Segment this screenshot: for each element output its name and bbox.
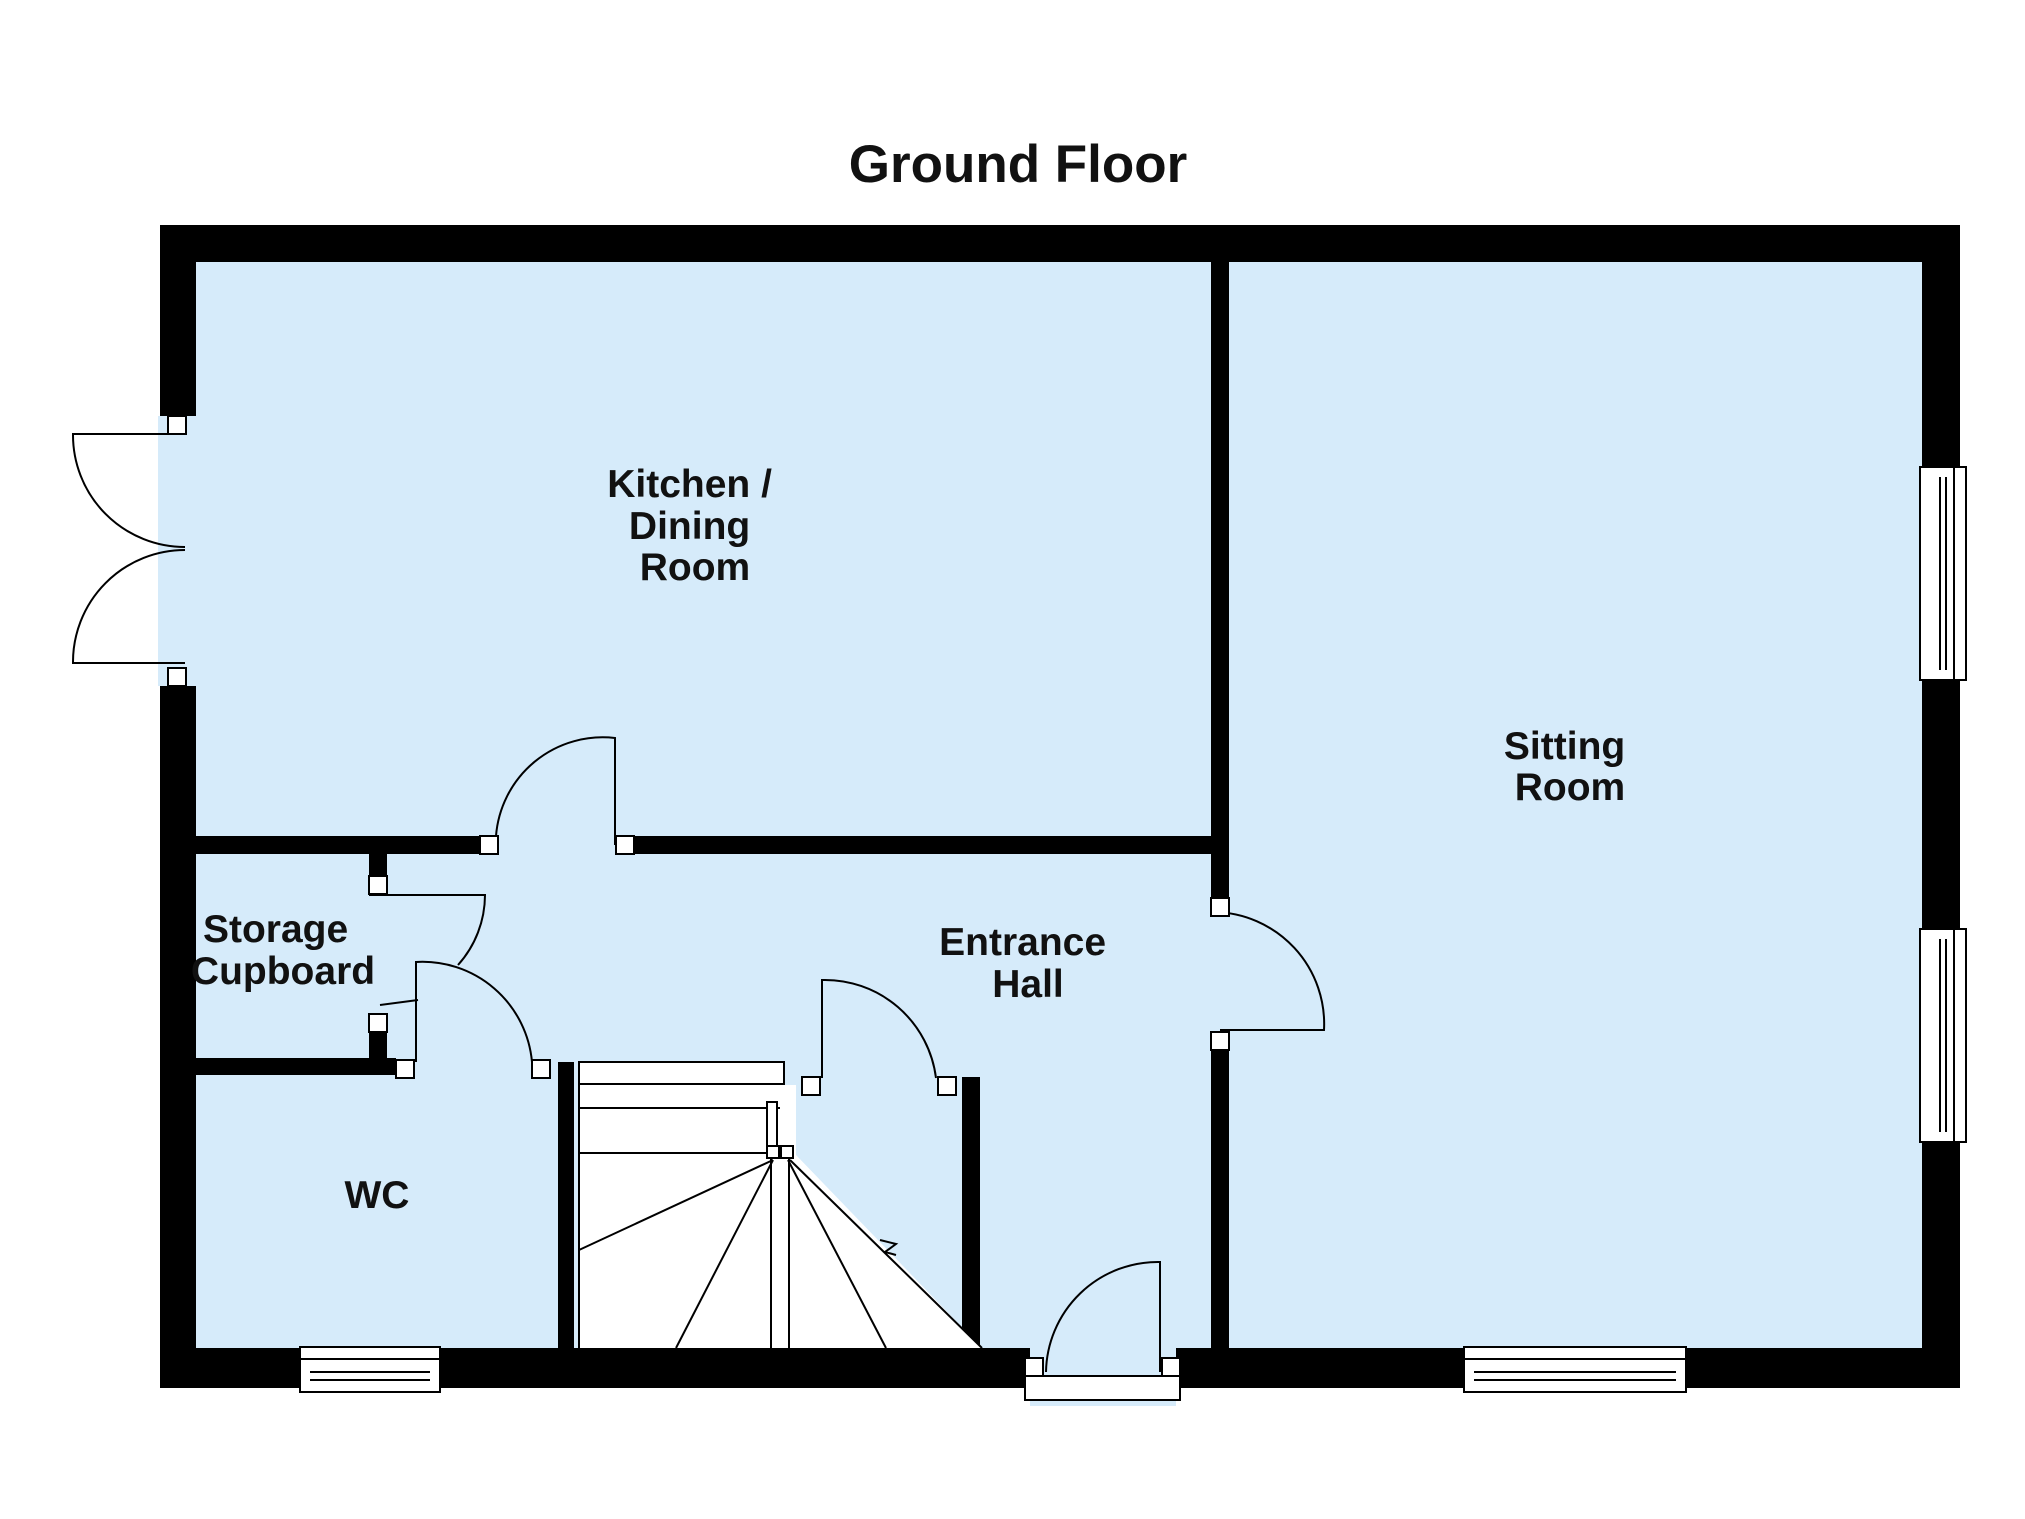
label-kitchen-dining-room: Kitchen / Dining Room — [607, 463, 783, 589]
staircase — [578, 1061, 983, 1349]
window-sitting-right-upper — [1919, 466, 1967, 681]
door-stair-cupboard — [801, 978, 957, 1096]
doors — [71, 415, 1326, 1401]
label-sitting-line-2: Room — [1515, 766, 1626, 809]
door-patio — [71, 415, 187, 687]
label-kitchen-line-2: Dining — [629, 505, 750, 548]
window-sitting-right-lower — [1919, 928, 1967, 1143]
door-sitting — [1210, 897, 1326, 1051]
room-labels: Kitchen / Dining Room Sitting Room Entra… — [191, 463, 1636, 1217]
plan-title: Ground Floor — [849, 135, 1188, 194]
windows — [299, 466, 1967, 1393]
outer-walls — [160, 225, 1960, 1388]
door-kitchen — [479, 736, 635, 855]
label-entrance-hall: Entrance Hall — [939, 921, 1117, 1006]
label-storage-cupboard: Storage Cupboard — [191, 908, 375, 993]
floor-area — [196, 262, 1922, 1348]
label-entrance-line-2: Hall — [992, 963, 1064, 1006]
label-storage-line-2: Cupboard — [191, 950, 375, 993]
label-wc-line-1: WC — [345, 1174, 410, 1217]
label-kitchen-line-3: Room — [640, 546, 751, 589]
label-sitting-room: Sitting Room — [1504, 725, 1636, 809]
label-storage-line-1: Storage — [203, 908, 348, 951]
window-wc — [299, 1346, 441, 1393]
door-front — [1024, 1260, 1181, 1401]
door-storage — [368, 875, 487, 1033]
door-wc — [395, 960, 551, 1079]
label-wc: WC — [345, 1174, 410, 1217]
label-kitchen-line-1: Kitchen / — [607, 463, 772, 506]
label-sitting-line-1: Sitting — [1504, 725, 1625, 768]
window-sitting-bottom — [1463, 1346, 1687, 1393]
label-entrance-line-1: Entrance — [939, 921, 1106, 964]
